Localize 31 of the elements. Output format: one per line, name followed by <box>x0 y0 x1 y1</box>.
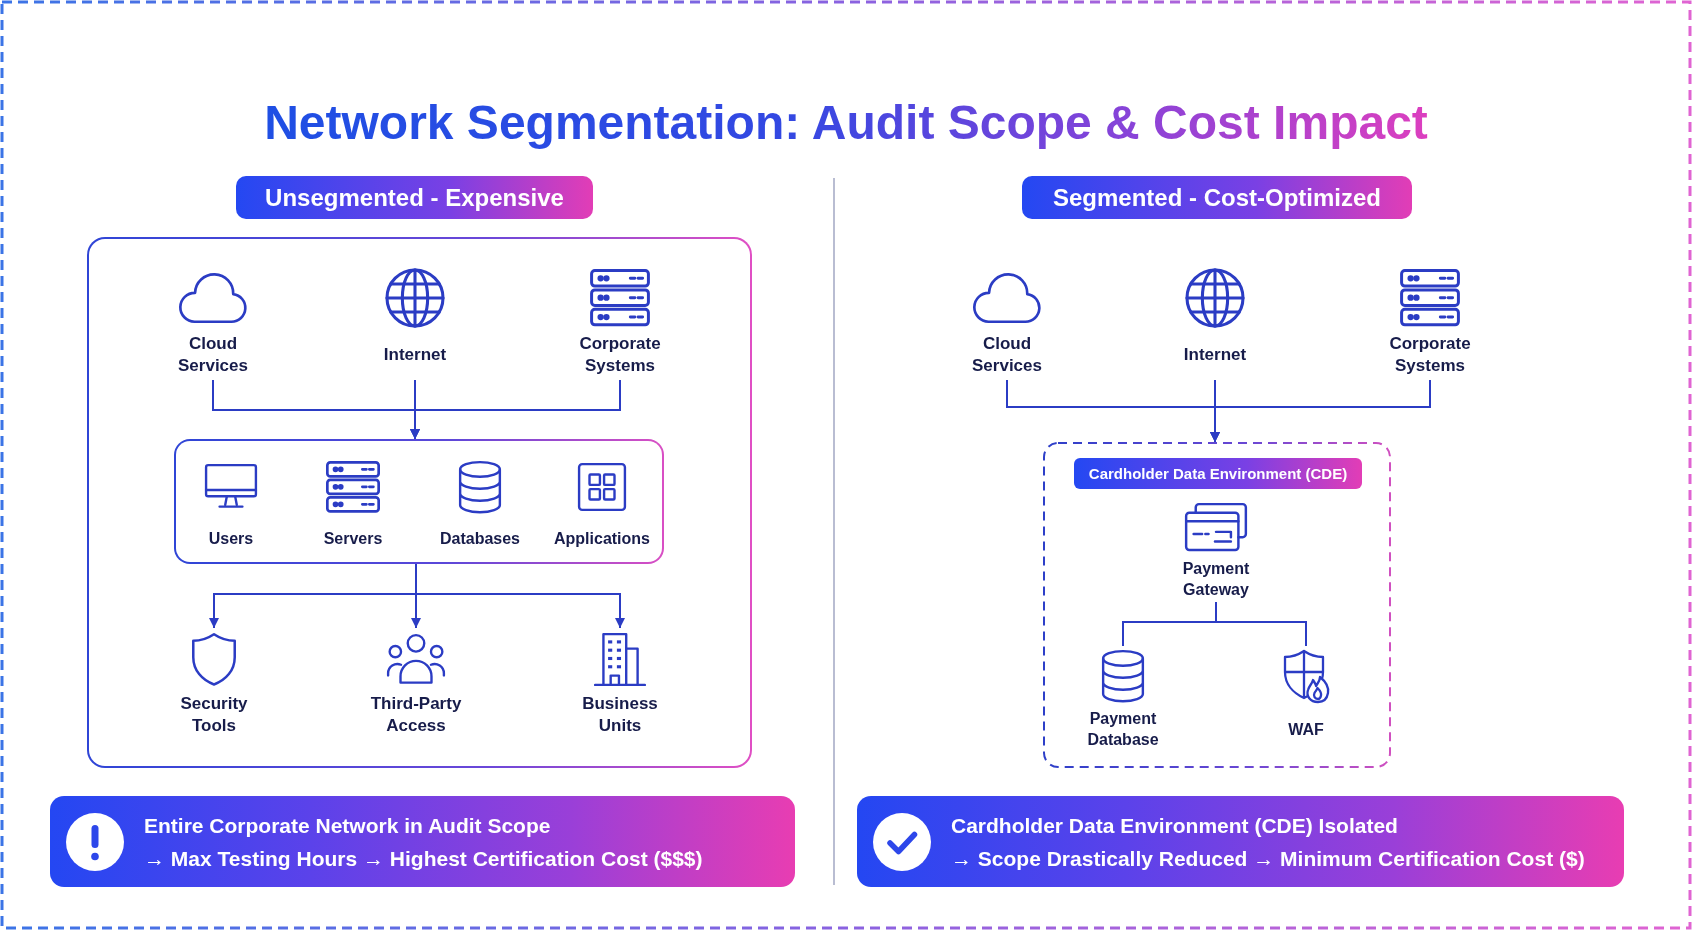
dashed-zone-panel <box>1043 442 1391 768</box>
connector-arrow <box>415 563 625 629</box>
node-label: Business Units <box>581 693 659 737</box>
heading-pill: Unsegmented - Expensive <box>236 176 593 219</box>
node-label: Security Tools <box>179 693 249 737</box>
node-label: Users <box>208 528 254 549</box>
node-label: Cloud Services <box>971 333 1043 377</box>
banner-text: Cardholder Data Environment (CDE) Isolated <box>951 812 1399 839</box>
heading-pill: Cardholder Data Environment (CDE) <box>1074 458 1362 489</box>
heading-pill: Segmented - Cost-Optimized <box>1022 176 1412 219</box>
summary-banner <box>857 796 1624 887</box>
connector-arrow <box>410 379 621 440</box>
node-label: Corporate Systems <box>1388 333 1472 377</box>
banner-text: Entire Corporate Network in Audit Scope <box>144 812 552 839</box>
node-label: Cloud Services <box>177 333 249 377</box>
summary-banner <box>50 796 795 887</box>
node-label: Internet <box>383 344 447 366</box>
banner-text: → Max Testing Hours → Highest Certification Cost ($$$) <box>144 845 703 872</box>
node-label: Internet <box>1183 344 1247 366</box>
node-label: WAF <box>1288 719 1324 740</box>
node-label: Databases <box>439 528 520 549</box>
asset-group-panel <box>174 439 664 564</box>
node-label: Servers <box>323 528 383 549</box>
node-label: Third-Party Access <box>369 693 463 737</box>
node-label: Payment Gateway <box>1181 559 1251 600</box>
node-label: Applications <box>554 528 650 549</box>
network-zone-panel <box>87 237 752 768</box>
connector-arrow <box>1210 379 1431 443</box>
node-label: Payment Database <box>1086 709 1160 750</box>
banner-text: → Scope Drastically Reduced → Minimum Certification Cost ($) <box>951 845 1585 872</box>
node-label: Corporate Systems <box>578 333 662 377</box>
